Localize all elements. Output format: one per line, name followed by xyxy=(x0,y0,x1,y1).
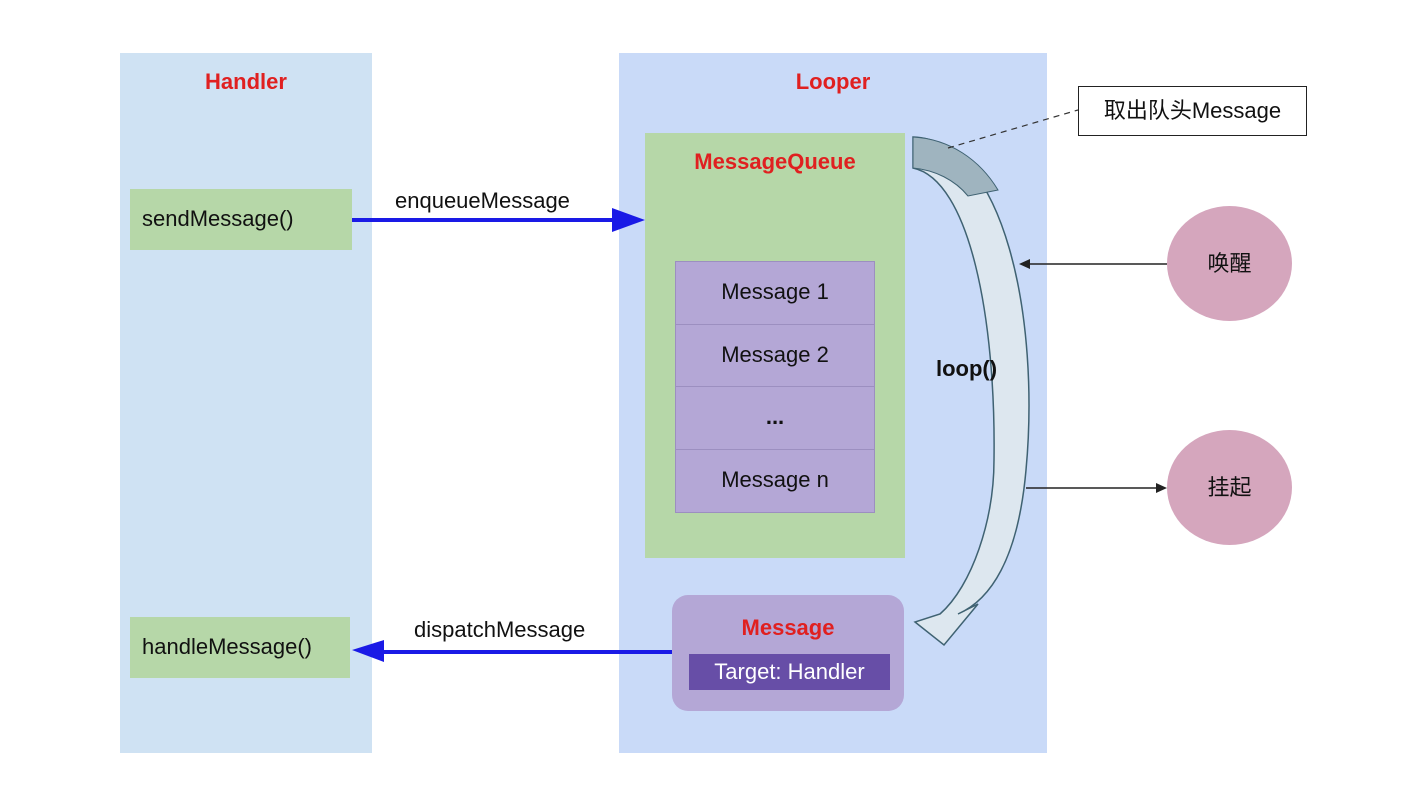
queue-item: Message 1 xyxy=(676,262,874,325)
loop-curved-arrow xyxy=(912,136,1030,647)
message-box: Message Target: Handler xyxy=(672,595,904,711)
message-queue-list: Message 1 Message 2 ... Message n xyxy=(675,261,875,513)
send-message-box: sendMessage() xyxy=(130,189,352,250)
dispatch-arrow xyxy=(352,640,672,662)
loop-label: loop() xyxy=(936,356,998,381)
wake-arrow xyxy=(1019,259,1167,269)
message-queue-title: MessageQueue xyxy=(694,149,856,174)
suspend-state-circle: 挂起 xyxy=(1167,430,1292,545)
handler-title: Handler xyxy=(205,69,287,94)
queue-item: ... xyxy=(676,387,874,450)
suspend-arrow xyxy=(1026,483,1167,493)
callout-leader xyxy=(947,109,1079,149)
enqueue-label: enqueueMessage xyxy=(395,188,570,213)
message-title: Message xyxy=(741,615,835,640)
dequeue-callout: 取出队头Message xyxy=(1078,86,1307,136)
dispatch-label: dispatchMessage xyxy=(414,617,586,642)
enqueue-arrow xyxy=(352,208,645,232)
handle-message-box: handleMessage() xyxy=(130,617,350,678)
queue-item: Message 2 xyxy=(676,325,874,387)
message-target: Target: Handler xyxy=(689,654,890,690)
wake-state-circle: 唤醒 xyxy=(1167,206,1292,321)
queue-item: Message n xyxy=(721,466,829,492)
looper-title: Looper xyxy=(795,69,871,94)
